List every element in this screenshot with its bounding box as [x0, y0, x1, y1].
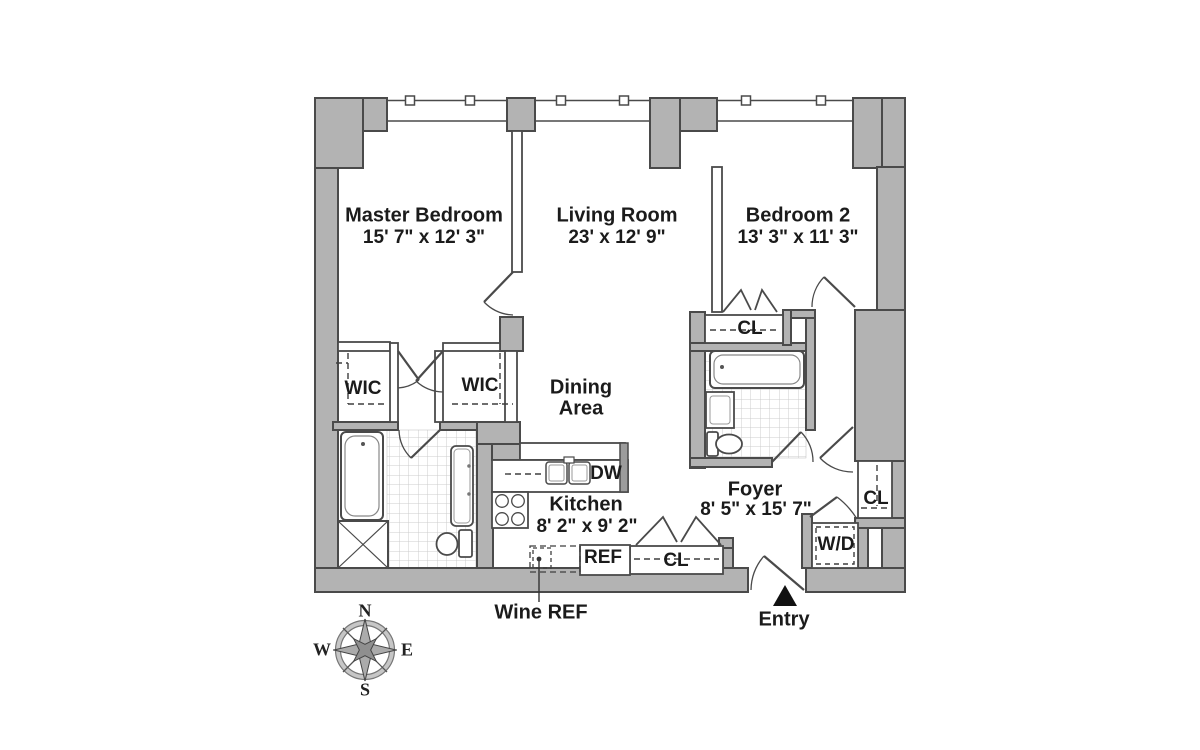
living-room-label: Living Room — [556, 204, 678, 227]
foyer-closet-door — [809, 496, 858, 520]
window-mullions — [404, 95, 827, 106]
entry-arrow-icon — [773, 585, 797, 606]
compass-rose-icon — [333, 618, 397, 682]
kitchen-closet-bifold-door — [635, 515, 722, 546]
kitchen-label: Kitchen — [549, 493, 623, 516]
master-bedroom-door — [483, 271, 514, 316]
wine-ref-label: Wine REF — [494, 601, 588, 624]
dining-area-label-line1: Dining — [549, 376, 613, 399]
wine-ref-box — [532, 547, 552, 569]
master-bathroom-fixtures — [337, 431, 474, 569]
closet-dashes — [336, 329, 889, 565]
foyer-label: Foyer — [727, 478, 783, 501]
master-toilet — [435, 532, 459, 556]
kitchen-closet-label: CL — [663, 550, 689, 572]
bath2-toilet — [715, 433, 743, 455]
foyer-closet-label: CL — [863, 488, 889, 510]
hallway-door — [819, 426, 854, 473]
bedroom2-closet-label: CL — [737, 318, 763, 340]
kitchen-dims: 8' 2" x 9' 2" — [536, 516, 638, 538]
dining-area-label-line2: Area — [558, 397, 604, 420]
living-room-dims: 23' x 12' 9" — [568, 227, 666, 249]
refrigerator-label: REF — [584, 547, 622, 569]
bath2-door — [771, 431, 814, 463]
foyer-dims: 8' 5" x 15' 7" — [700, 499, 812, 521]
washer-dryer-label: W/D — [817, 534, 855, 556]
wic-left-door — [397, 350, 420, 389]
bedroom2-door — [811, 276, 856, 308]
bedroom2-dims: 13' 3" x 11' 3" — [737, 227, 859, 249]
bedroom2-closet-bifold-door — [722, 288, 778, 313]
wic-right-label: WIC — [461, 375, 499, 397]
master-bedroom-label: Master Bedroom — [345, 204, 503, 227]
master-bath-door — [398, 429, 441, 459]
entry-door — [750, 555, 805, 591]
cooktop — [491, 491, 529, 529]
windows — [387, 95, 853, 122]
second-bathroom-fixtures — [705, 350, 805, 457]
compass-west-label: W — [313, 639, 331, 660]
bedroom2-label: Bedroom 2 — [745, 204, 851, 227]
master-bedroom-dims: 15' 7" x 12' 3" — [362, 227, 486, 249]
compass-south-label: S — [359, 679, 371, 700]
kitchen-fixtures — [491, 442, 629, 602]
exterior-walls — [314, 97, 906, 593]
wic-left-label: WIC — [344, 378, 382, 400]
compass-east-label: E — [400, 639, 414, 660]
master-toilet-tank — [458, 529, 473, 558]
compass-north-label: N — [358, 600, 372, 621]
dishwasher-label: DW — [590, 463, 622, 485]
entry-label: Entry — [758, 608, 810, 631]
doors — [397, 271, 858, 591]
partition-walls — [337, 130, 723, 423]
